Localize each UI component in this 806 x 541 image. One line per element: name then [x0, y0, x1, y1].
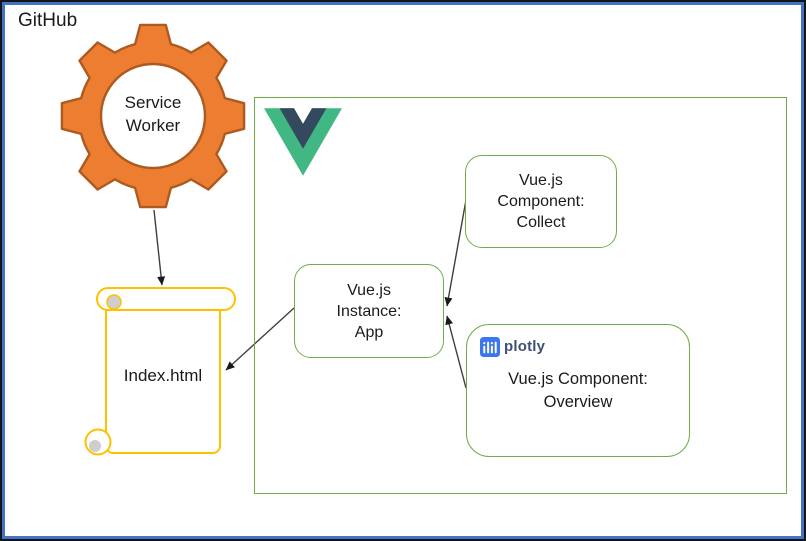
- arrow-overview-to-app: [445, 315, 467, 389]
- arrow-service-worker-to-index: [153, 209, 166, 286]
- index-html-scroll-shape: [84, 287, 236, 456]
- vue-instance-app-label: Vue.js Instance: App: [336, 281, 402, 341]
- arrow-collect-to-app: [444, 199, 467, 307]
- vue-app-container-box: [254, 97, 787, 494]
- node-vue-component-collect: Vue.js Component: Collect: [465, 155, 617, 248]
- plotly-chart-icon: [480, 336, 500, 357]
- node-vue-instance-app: Vue.js Instance: App: [294, 264, 444, 358]
- page-title: GitHub: [18, 10, 78, 31]
- arrow-app-to-index: [225, 307, 295, 371]
- plotly-logo: plotly: [480, 335, 545, 358]
- node-vue-component-overview: plotly Vue.js Component: Overview: [466, 324, 690, 457]
- plotly-wordmark: plotly: [504, 338, 546, 355]
- service-worker-gear-shape: [60, 23, 246, 209]
- vue-component-collect-label: Vue.js Component: Collect: [497, 172, 585, 231]
- vuejs-logo-icon: [264, 108, 342, 176]
- scroll-top-curl: [106, 294, 122, 310]
- service-worker-label: Service Worker: [124, 93, 182, 135]
- vue-component-overview-label: Vue.js Component: Overview: [508, 369, 648, 411]
- index-html-label: Index.html: [123, 366, 203, 385]
